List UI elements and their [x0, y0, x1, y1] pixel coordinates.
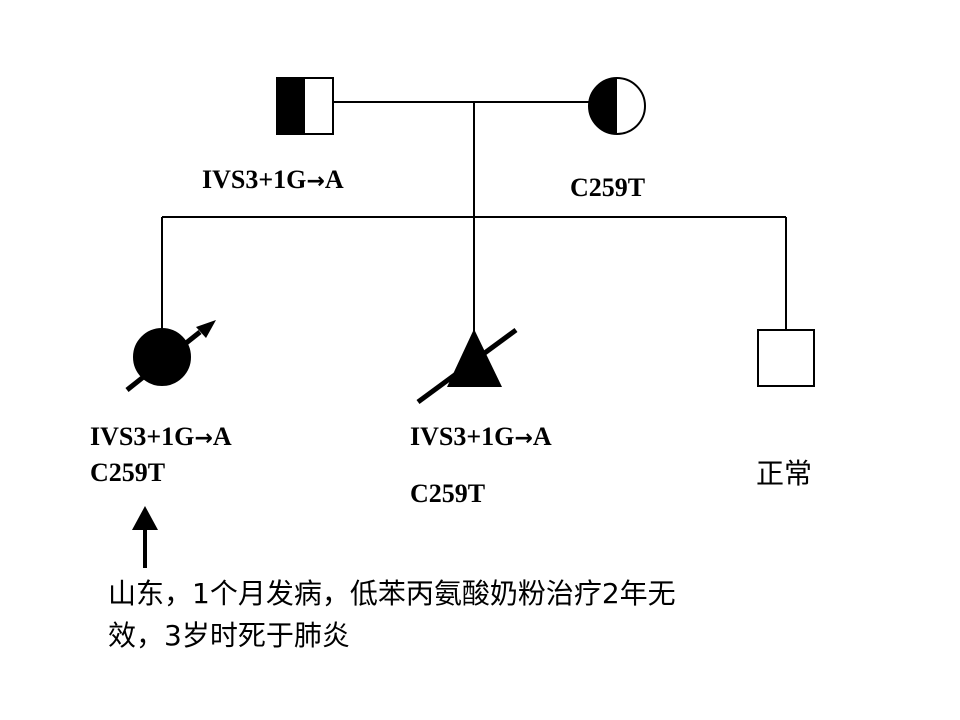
arrow-glyph: → — [306, 169, 325, 194]
child2-symbol — [416, 327, 518, 405]
father-genotype: IVS3+1G→A — [202, 167, 344, 193]
mother-genotype: C259T — [570, 173, 646, 202]
child1-genotype-line2: C259T — [90, 458, 166, 487]
father-mutation-target: A — [324, 165, 344, 194]
child1-symbol — [125, 320, 216, 392]
case-note-line2: 效，3岁时死于肺炎 — [108, 619, 350, 652]
father-mutation: IVS3+1G — [202, 165, 307, 194]
proband-arrow-icon — [132, 506, 158, 568]
arrow-glyph: → — [194, 426, 213, 451]
child2-genotype-line2: C259T — [410, 479, 486, 508]
child2-genotype-line1: IVS3+1G→A — [410, 424, 552, 450]
mother-symbol — [588, 77, 646, 135]
child3-symbol — [757, 329, 815, 387]
child1-mutation1: IVS3+1G — [90, 422, 195, 451]
father-symbol — [276, 77, 334, 135]
child2-mutation1-target: A — [532, 422, 552, 451]
child3-status: 正常 — [756, 457, 813, 490]
case-note-line1: 山东，1个月发病，低苯丙氨酸奶粉治疗2年无 — [108, 577, 676, 610]
child2-mutation1: IVS3+1G — [410, 422, 515, 451]
child1-genotype-line1: IVS3+1G→A — [90, 424, 232, 450]
child1-mutation1-target: A — [212, 422, 232, 451]
arrow-glyph: → — [514, 426, 533, 451]
